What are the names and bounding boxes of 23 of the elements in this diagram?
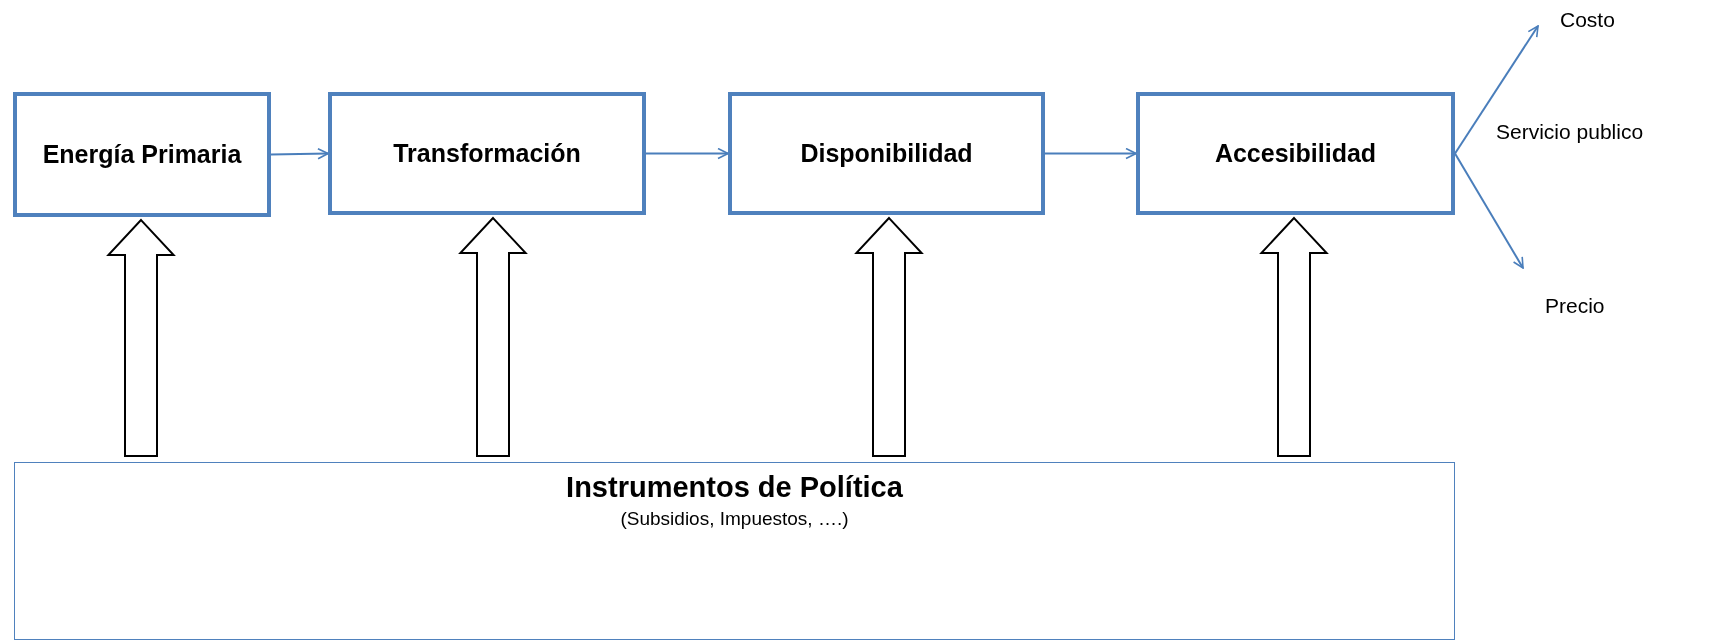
box-label: Transformación — [393, 137, 581, 169]
outcome-label: Servicio publico — [1496, 120, 1644, 144]
box-label: Energía Primaria — [42, 138, 242, 170]
arrow — [1044, 147, 1137, 160]
subheading-text: (Subsidios, Impuestos, ….) — [620, 508, 849, 530]
hollow-arrow — [1259, 216, 1329, 457]
hollow-arrow — [106, 218, 176, 457]
arrow — [270, 147, 329, 160]
outcome-label: Precio — [1545, 294, 1605, 317]
arrow — [1454, 25, 1539, 155]
process-box — [13, 92, 271, 217]
heading-text: Instrumentos de Política — [566, 471, 903, 504]
outcome-label: Costo — [1560, 8, 1615, 31]
box-label: Disponibilidad — [800, 137, 973, 169]
arrow — [645, 147, 729, 160]
process-box — [328, 92, 646, 215]
box-label: Accesibilidad — [1214, 137, 1377, 169]
policy-box — [14, 462, 1455, 640]
process-box — [1136, 92, 1455, 215]
hollow-arrow — [458, 216, 528, 457]
arrow — [1454, 152, 1524, 269]
hollow-arrow — [854, 216, 924, 457]
process-box — [728, 92, 1045, 215]
